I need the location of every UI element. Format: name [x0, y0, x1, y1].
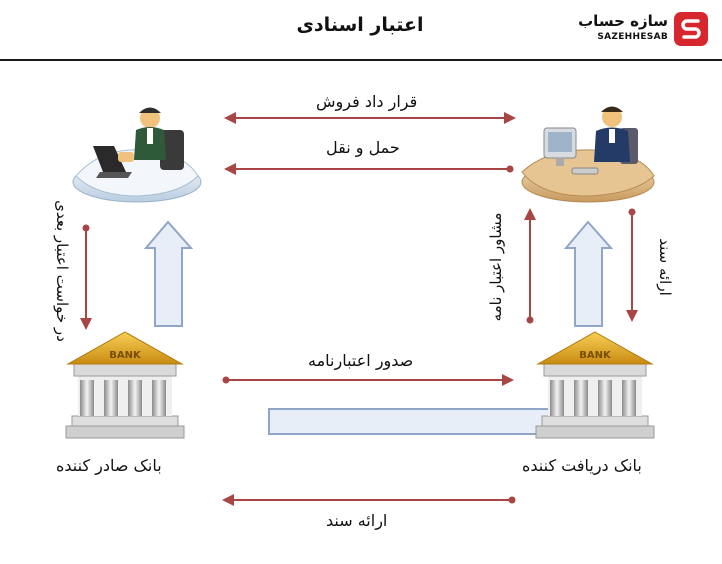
buyer-desk-icon — [72, 107, 202, 203]
seller-desk-icon — [521, 106, 655, 203]
logo-text: سازه حساب — [578, 12, 668, 30]
left-block-arrow — [143, 220, 194, 327]
issuing-bank-label: بانک صادر کننده — [56, 456, 162, 475]
sales-contract-label: قرار داد فروش — [316, 92, 418, 111]
transport-arrow — [224, 163, 514, 175]
letter-advice-label: مشاور اعتبار نامه — [487, 212, 505, 322]
page-title: اعتبار اسنادی — [296, 14, 424, 36]
bank-sign-left: BANK — [109, 350, 142, 361]
bottom-document-label: ارائه سند — [326, 511, 388, 530]
right-block-arrow — [563, 220, 614, 327]
sales-contract-arrow — [224, 112, 516, 124]
letter-issue-arrow — [222, 374, 514, 386]
transport-label: حمل و نقل — [326, 138, 400, 157]
header: اعتبار اسنادی سازه حساب SAZEHHESAB — [0, 0, 722, 61]
issuing-bank-icon: BANK — [65, 331, 185, 439]
receiving-bank-icon: BANK — [535, 331, 655, 439]
document-presentation-label: ارائه سند — [656, 238, 674, 296]
letter-advice-arrow — [524, 208, 536, 324]
logo: سازه حساب SAZEHHESAB — [578, 10, 708, 50]
document-presentation-arrow — [626, 208, 638, 322]
bottom-document-arrow — [222, 494, 516, 506]
credit-request-label: در خواست اعتبار بعدی — [53, 200, 71, 342]
credit-request-arrow — [80, 224, 92, 330]
logo-subtext: SAZEHHESAB — [597, 32, 668, 42]
receiving-bank-label: بانک دریافت کننده — [522, 456, 642, 475]
letter-issue-label: صدور اعتبارنامه — [308, 351, 414, 370]
logo-icon — [674, 12, 708, 46]
header-divider — [0, 59, 722, 61]
bank-sign-right: BANK — [579, 350, 612, 361]
